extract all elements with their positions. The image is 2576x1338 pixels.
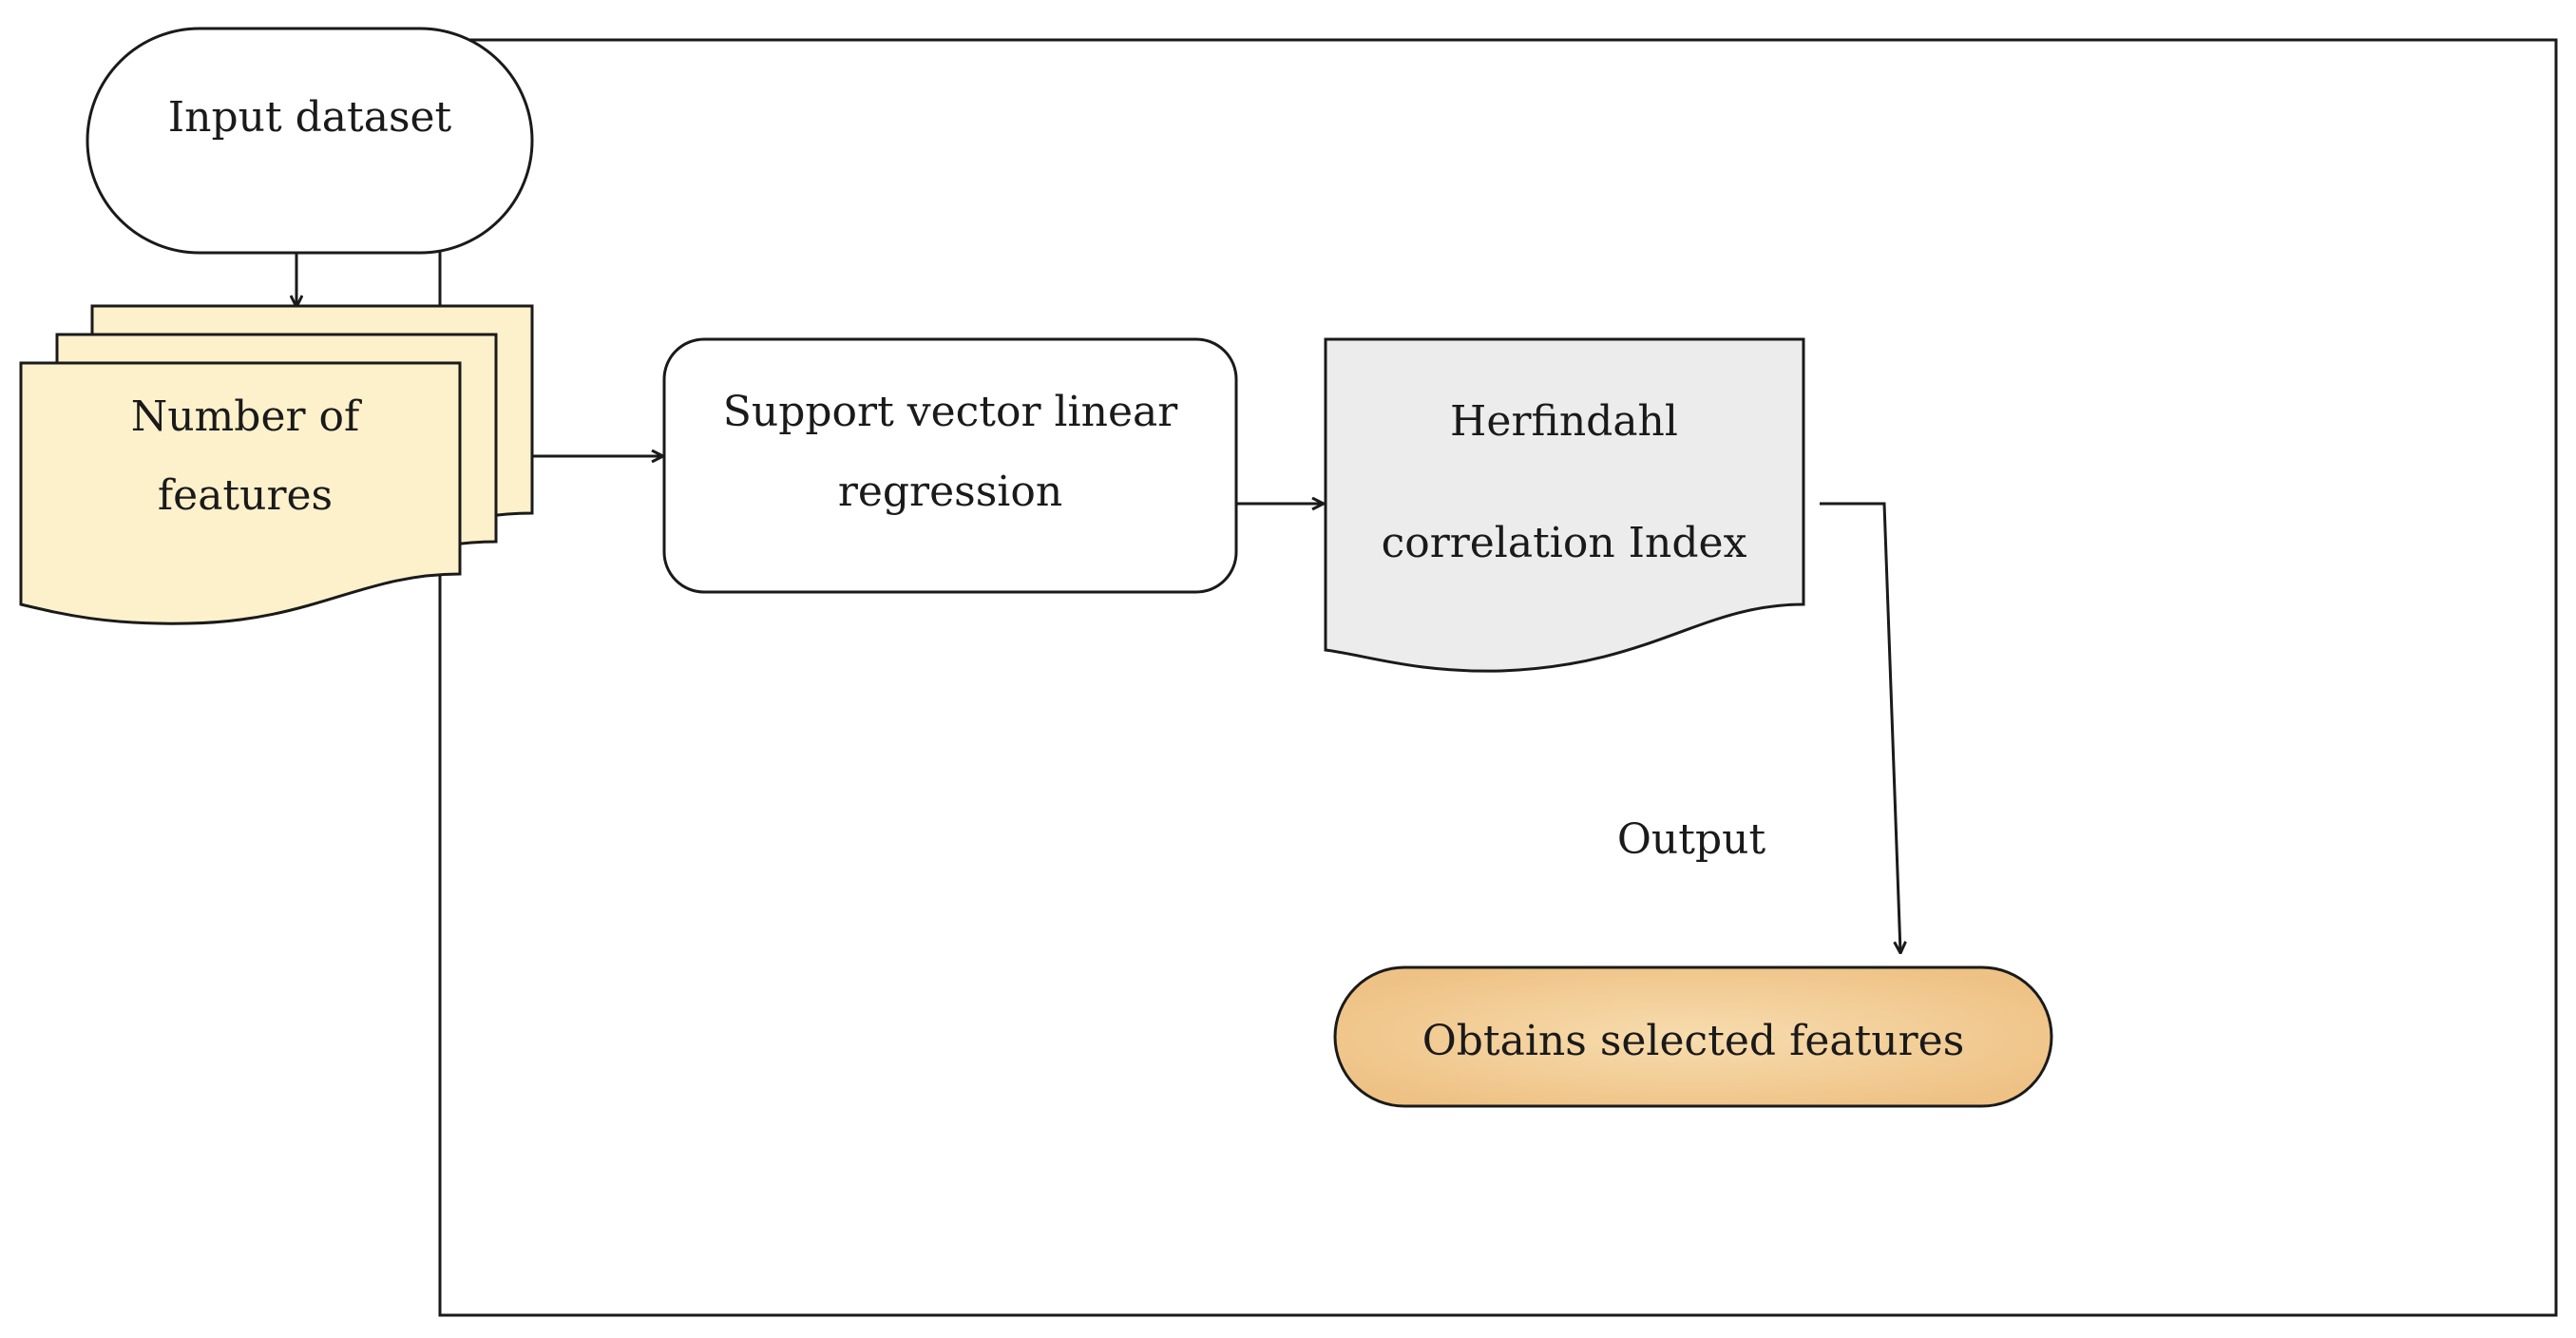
svr-label-line1: Support vector linear [723,388,1178,436]
document-front [19,361,462,625]
number-of-features-label-line2: features [158,471,333,520]
support-vector-regression-node: Support vector linear regression [662,337,1238,594]
selected-features-label: Obtains selected features [1422,1017,1965,1065]
output-label: Output [1617,815,1766,864]
input-dataset-label: Input dataset [168,93,452,142]
number-of-features-node: Number of features [19,304,534,625]
selected-features-node: Obtains selected features [1333,965,2053,1108]
arrow-herfindahl-to-result [1820,502,1900,952]
herfindahl-index-node: Herfindahl correlation Index [1324,337,1805,673]
number-of-features-label-line1: Number of [131,392,362,441]
svr-label-line2: regression [838,468,1062,516]
herfindahl-label-line1: Herfindahl [1450,397,1678,446]
input-dataset-node: Input dataset [86,27,534,255]
herfindahl-label-line2: correlation Index [1382,519,1747,567]
process-frame [438,38,2558,1317]
